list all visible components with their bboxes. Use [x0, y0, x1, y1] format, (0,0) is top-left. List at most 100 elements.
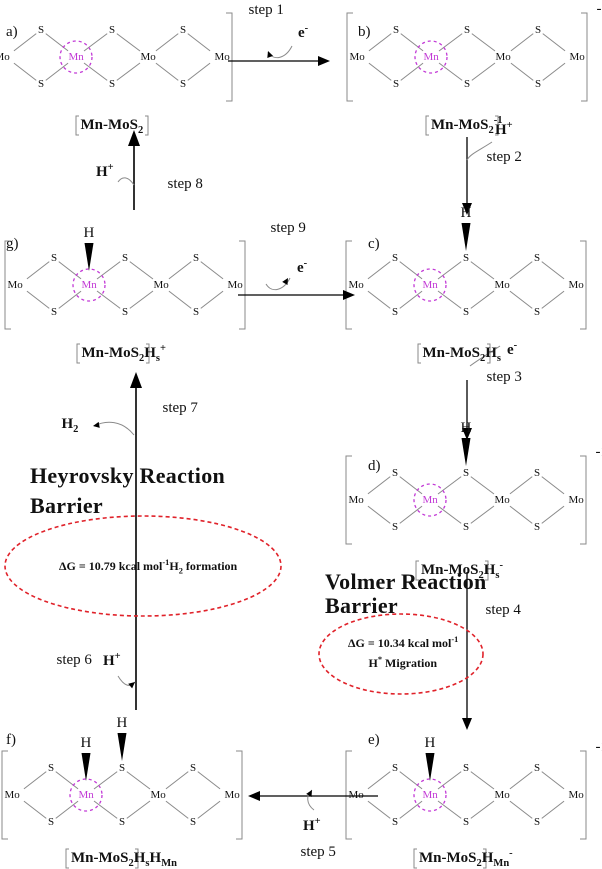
formula-tail-sub: s: [155, 352, 161, 364]
step-7-label: step 7: [162, 399, 198, 416]
bond-d: [399, 476, 423, 495]
right-bracket-f: [236, 750, 243, 840]
mo-atom-e: Mo: [494, 788, 510, 801]
s-atom-g: S: [122, 305, 129, 318]
formula-sup: -: [499, 559, 504, 571]
mn-atom-c: Mn: [422, 278, 438, 291]
s-atom-c: S: [534, 305, 541, 318]
mo-atom-b: Mo: [349, 50, 365, 63]
formula-main: Mn-MoS: [71, 849, 129, 866]
electron-step-3: e-: [507, 339, 518, 358]
formula-sub: 2: [139, 352, 145, 364]
left-bracket-b: [346, 12, 353, 102]
hydrogen-atom-d: H: [460, 419, 472, 436]
s-atom-d: S: [392, 466, 399, 479]
s-atom-c: S: [463, 251, 470, 264]
left-bracket-g: [4, 240, 11, 330]
volmer-subtitle: Barrier: [325, 593, 398, 618]
bond-a: [13, 62, 37, 81]
panel-letter-d: d): [368, 457, 381, 474]
barrier-energy: ΔG = 10.34 kcal mol: [348, 636, 452, 650]
panel-letter-f: f): [6, 731, 16, 748]
s-atom-e: S: [463, 761, 470, 774]
mo-atom-c: Mo: [494, 278, 510, 291]
bond-g: [168, 290, 192, 309]
formula-g: Mn-MoS2Hs+: [82, 343, 167, 364]
formula-main: Mn-MoS: [419, 849, 477, 866]
h2-product: H2: [62, 416, 79, 434]
bond-c: [437, 261, 462, 280]
proton-step-2: H+: [495, 119, 513, 138]
formula-bracket-e: [483, 848, 487, 869]
step-4-label: step 4: [485, 601, 521, 618]
unit-exponent: -1: [162, 558, 170, 567]
arrow-step-5-head: [248, 791, 260, 801]
bond-g: [200, 261, 224, 280]
bond-a: [45, 33, 69, 52]
s-atom-c: S: [392, 305, 399, 318]
formula-tail: H: [485, 344, 497, 361]
s-atom-b: S: [464, 77, 471, 90]
hydrogen-atom-f: H: [80, 734, 92, 751]
charge-d: -1: [595, 443, 602, 460]
mn-circle-d: [413, 483, 447, 517]
mo-atom-c: Mo: [568, 278, 584, 291]
panel-letter-e: e): [368, 731, 380, 748]
bond-e: [399, 800, 423, 819]
electron-charge: -: [513, 339, 518, 351]
formula-bracket-e: [413, 848, 417, 869]
barrier-energy: ΔG = 10.79 kcal mol: [59, 559, 163, 573]
s-atom-c: S: [392, 251, 399, 264]
formula-tail: H: [481, 849, 494, 866]
formula-b: Mn-MoS2-1: [431, 115, 503, 136]
mo-atom-a: Mo: [0, 50, 10, 63]
s-atom-g: S: [122, 251, 129, 264]
bond-d: [399, 505, 423, 524]
bond-g: [96, 261, 121, 280]
left-bracket-e: [345, 750, 352, 840]
heyrovsky-subtitle: Barrier: [30, 493, 103, 518]
formula-main: Mn-MoS: [421, 561, 479, 578]
bond-e: [367, 771, 391, 790]
proton-charge: +: [506, 119, 513, 131]
step-8-label: step 8: [167, 175, 203, 192]
s-atom-e: S: [392, 815, 399, 828]
formula-bracket-a: [145, 115, 149, 136]
formula-a: Mn-MoS2: [81, 117, 144, 135]
bond-b: [542, 33, 566, 52]
hydrogen-wedge-g: [84, 243, 94, 271]
formula-sup: -: [509, 847, 513, 859]
bond-f: [126, 771, 151, 790]
mo-atom-a: Mo: [140, 50, 156, 63]
proton-charge: +: [314, 815, 321, 827]
s-atom-e: S: [534, 761, 541, 774]
bond-a: [13, 33, 37, 52]
s-atom-g: S: [51, 251, 58, 264]
proton-step-8: H+: [96, 162, 114, 180]
hydrogen-wedge-c: [461, 223, 471, 251]
right-bracket-c: [580, 240, 587, 330]
step-6-label: step 6: [56, 651, 92, 668]
proton-curl-head-6: [128, 682, 135, 689]
step-1-label: step 1: [248, 1, 284, 18]
formula-bracket-d: [415, 560, 419, 581]
bond-a: [187, 33, 211, 52]
mo-atom-e: Mo: [348, 788, 364, 801]
s-atom-e: S: [392, 761, 399, 774]
electron-curl-9: [265, 277, 291, 291]
h2-curl-head: [93, 421, 100, 428]
bond-f: [165, 771, 189, 790]
formula-bracket-b: [495, 115, 499, 136]
panel-letter-c: c): [368, 235, 380, 252]
s-atom-a: S: [180, 23, 187, 36]
electron-step-9: e-: [297, 258, 307, 276]
bond-f: [55, 800, 79, 819]
arrow-step-8-head: [128, 130, 140, 146]
formula-tail-sub: s: [145, 857, 150, 869]
bond-g: [58, 261, 82, 280]
hydrogen-wedge-d: [461, 438, 471, 466]
s-atom-d: S: [463, 466, 470, 479]
bond-f: [23, 800, 47, 819]
bond-e: [437, 800, 462, 819]
